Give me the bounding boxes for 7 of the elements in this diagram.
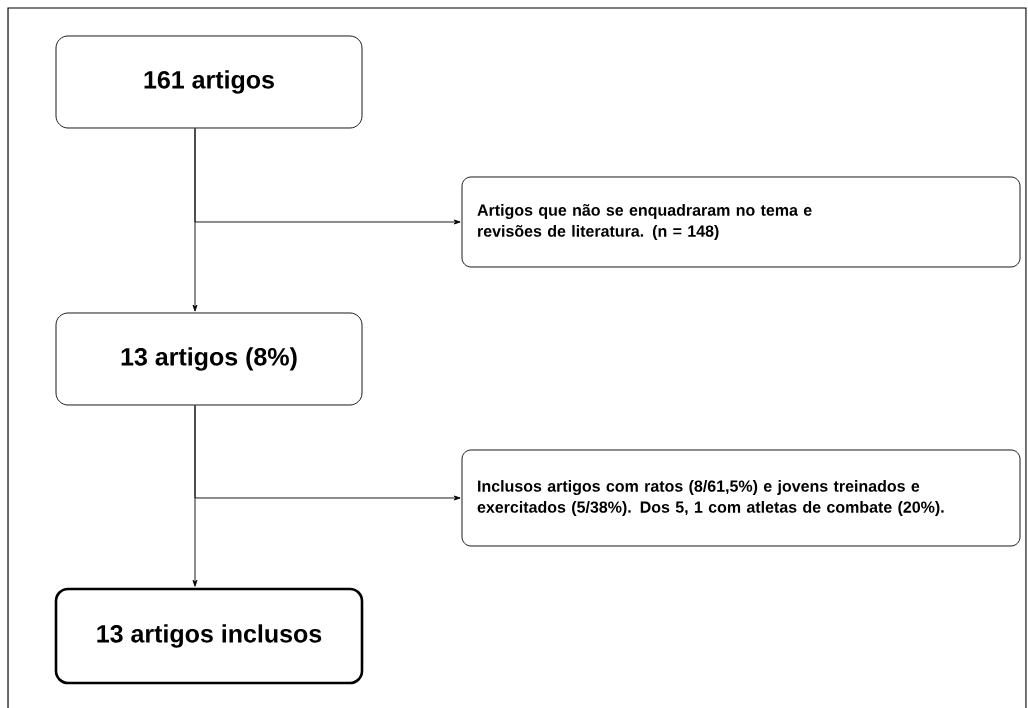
- result-box: 13 artigos inclusos: [54, 587, 364, 685]
- process-box: 13 artigos (8%): [55, 312, 363, 406]
- arrow: [194, 405, 461, 501]
- process-box: 161 artigos: [55, 35, 363, 129]
- exclusion-box: Artigos que não se enquadraram no tema e revisões de literatura. (n = 148): [461, 176, 1021, 268]
- exclusion-box: Inclusos artigos com ratos (8/61,5%) e jovens treinados e exercitados (5/38%). Dos 5, 1 com atletas de combate (20%).: [461, 449, 1021, 547]
- arrow: [194, 128, 461, 225]
